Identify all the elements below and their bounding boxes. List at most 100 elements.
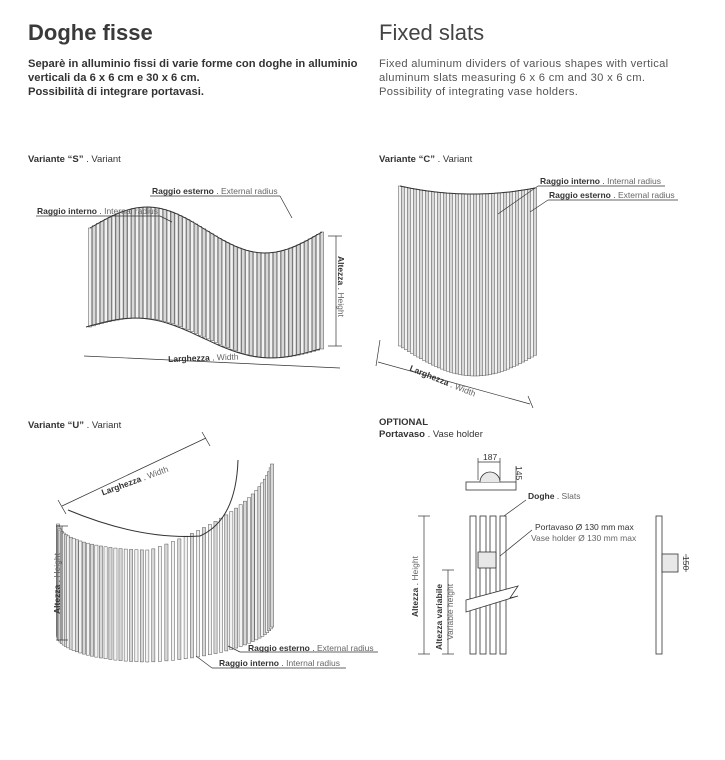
desc-en-line: Possibility of integrating vase holders. bbox=[379, 86, 579, 98]
slat bbox=[196, 530, 200, 658]
slat bbox=[479, 193, 483, 377]
slat bbox=[410, 188, 414, 354]
description-english: Fixed aluminum dividers of various shape… bbox=[379, 57, 699, 99]
label-it: Doghe bbox=[528, 491, 555, 501]
variant-s-drawing bbox=[36, 195, 342, 369]
slat bbox=[71, 538, 76, 651]
label-it: Raggio esterno bbox=[248, 643, 310, 653]
slat bbox=[434, 191, 438, 367]
slat bbox=[234, 507, 238, 649]
slat bbox=[425, 190, 429, 363]
opt-variable-height-label: Altezza variabile bbox=[434, 584, 444, 650]
leader-line bbox=[527, 395, 534, 409]
slat bbox=[254, 490, 259, 641]
slat bbox=[494, 192, 498, 374]
label-en: Vase holder bbox=[432, 429, 483, 440]
leader-line bbox=[57, 499, 67, 515]
dimension-line bbox=[61, 437, 207, 507]
slat bbox=[171, 541, 175, 661]
desc-it-line: Possibilità di integrare portavasi. bbox=[28, 86, 204, 98]
title-italian: Doghe fisse bbox=[28, 20, 153, 45]
slat bbox=[491, 193, 495, 375]
slat bbox=[229, 244, 234, 350]
slat bbox=[524, 189, 528, 361]
desc-en-line: Fixed aluminum dividers of various shape… bbox=[379, 58, 669, 70]
label-en: Internal radius bbox=[104, 206, 158, 216]
slat bbox=[499, 515, 507, 655]
slat bbox=[107, 216, 112, 323]
vase-holder-drawing bbox=[418, 458, 687, 655]
slat bbox=[488, 193, 492, 375]
leader-line bbox=[195, 655, 213, 669]
slat bbox=[506, 191, 510, 370]
top-edge bbox=[399, 185, 536, 195]
label-en: Height bbox=[336, 292, 346, 317]
variant-u-label: Variante “U” . Variant bbox=[28, 420, 122, 431]
slat bbox=[158, 546, 162, 662]
slat bbox=[134, 549, 139, 662]
slat bbox=[217, 237, 222, 345]
slat bbox=[118, 548, 123, 661]
slat bbox=[99, 221, 104, 324]
slat bbox=[219, 517, 223, 653]
slat bbox=[221, 240, 226, 347]
label-en: Width bbox=[216, 351, 239, 363]
slat bbox=[530, 188, 534, 358]
slat bbox=[154, 207, 159, 320]
slat bbox=[90, 543, 94, 657]
slat bbox=[269, 252, 273, 359]
slat bbox=[94, 544, 99, 658]
slat bbox=[473, 193, 477, 377]
label-it: Altezza bbox=[410, 587, 420, 617]
slat bbox=[518, 190, 522, 364]
slat bbox=[78, 540, 83, 654]
slat bbox=[512, 191, 516, 367]
slat bbox=[253, 251, 258, 357]
desc-en-line: aluminum slats measuring 6 x 6 cm and 30… bbox=[379, 72, 646, 84]
slat bbox=[241, 249, 246, 354]
slat bbox=[86, 542, 90, 656]
slat bbox=[455, 193, 459, 375]
vase-holder-box bbox=[477, 551, 497, 569]
label-en: External radius bbox=[617, 190, 675, 200]
slat bbox=[407, 187, 411, 352]
dimension-line bbox=[377, 361, 531, 405]
slat bbox=[113, 547, 118, 661]
variant-c-name: Variante “C” bbox=[379, 154, 435, 165]
leader-line bbox=[201, 431, 211, 447]
slat bbox=[489, 515, 497, 655]
slat bbox=[135, 207, 140, 319]
slat bbox=[178, 215, 183, 327]
slat bbox=[139, 207, 143, 319]
slat bbox=[164, 543, 169, 662]
slat bbox=[413, 188, 417, 356]
label-it: Raggio interno bbox=[37, 206, 97, 216]
slat bbox=[151, 207, 155, 320]
slat bbox=[96, 223, 100, 326]
slat bbox=[461, 193, 465, 376]
slat bbox=[446, 192, 450, 372]
u-outer-radius-label: Raggio esterno . External radius bbox=[248, 643, 374, 653]
slat bbox=[509, 191, 513, 369]
label-en: Internal radius bbox=[286, 658, 340, 668]
slat bbox=[416, 189, 420, 358]
slat bbox=[245, 250, 250, 355]
slat bbox=[515, 190, 519, 366]
slat bbox=[280, 250, 285, 358]
slat bbox=[88, 227, 92, 328]
slat bbox=[437, 192, 441, 369]
slat bbox=[243, 500, 247, 646]
slat bbox=[237, 247, 242, 353]
desc-it-line: Separè in alluminio fissi di varie forme… bbox=[28, 58, 358, 70]
variant-u-name-en: Variant bbox=[91, 420, 122, 431]
slat bbox=[533, 187, 537, 356]
slat bbox=[213, 235, 218, 343]
label-en: External radius bbox=[220, 186, 278, 196]
slat bbox=[296, 244, 301, 356]
slat bbox=[123, 548, 128, 662]
slat bbox=[103, 218, 108, 323]
leader-line bbox=[375, 339, 381, 367]
variant-u-name: Variante “U” bbox=[28, 420, 84, 431]
slat bbox=[208, 524, 212, 656]
slat bbox=[238, 504, 243, 647]
